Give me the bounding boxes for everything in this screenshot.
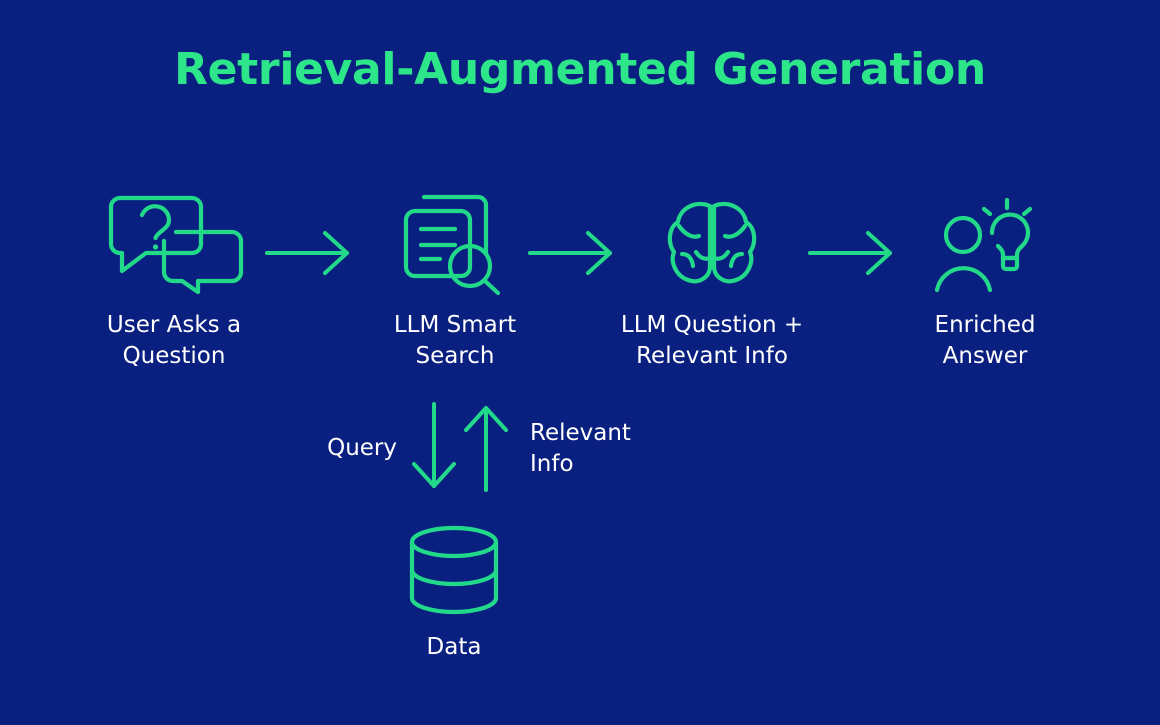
stage-label-user-asks-question: User Asks a Question [106,312,242,369]
loop-label-relevant-info: Relevant Info [530,420,631,477]
stage-enriched-answer: Enriched Answer [885,188,1085,372]
datastore-group: Data [354,520,554,663]
stage-label-enriched-answer: Enriched Answer [934,312,1036,369]
arrow-down-icon [412,402,456,488]
database-cylinder-icon [354,520,554,620]
stage-label-llm-smart-search: LLM Smart Search [393,312,517,369]
person-lightbulb-icon [885,188,1085,298]
arrow-right-icon-1 [265,228,355,278]
stage-llm-smart-search: LLM Smart Search [355,188,555,372]
loop-arrows [408,402,518,492]
stage-llm-question-relevant-info: LLM Question + Relevant Info [612,188,812,372]
stage-label-llm-question-relevant-info: LLM Question + Relevant Info [620,312,804,369]
loop-label-query: Query [327,435,397,461]
arrow-right-icon-2 [528,228,618,278]
brain-icon [612,188,812,298]
datastore-label: Data [426,634,482,660]
speech-bubbles-question-icon [74,188,274,298]
page-title: Retrieval-Augmented Generation [174,44,986,95]
stage-user-asks-question: User Asks a Question [74,188,274,372]
arrow-right-icon-3 [808,228,898,278]
arrow-up-icon [464,406,508,492]
document-search-icon [355,188,555,298]
